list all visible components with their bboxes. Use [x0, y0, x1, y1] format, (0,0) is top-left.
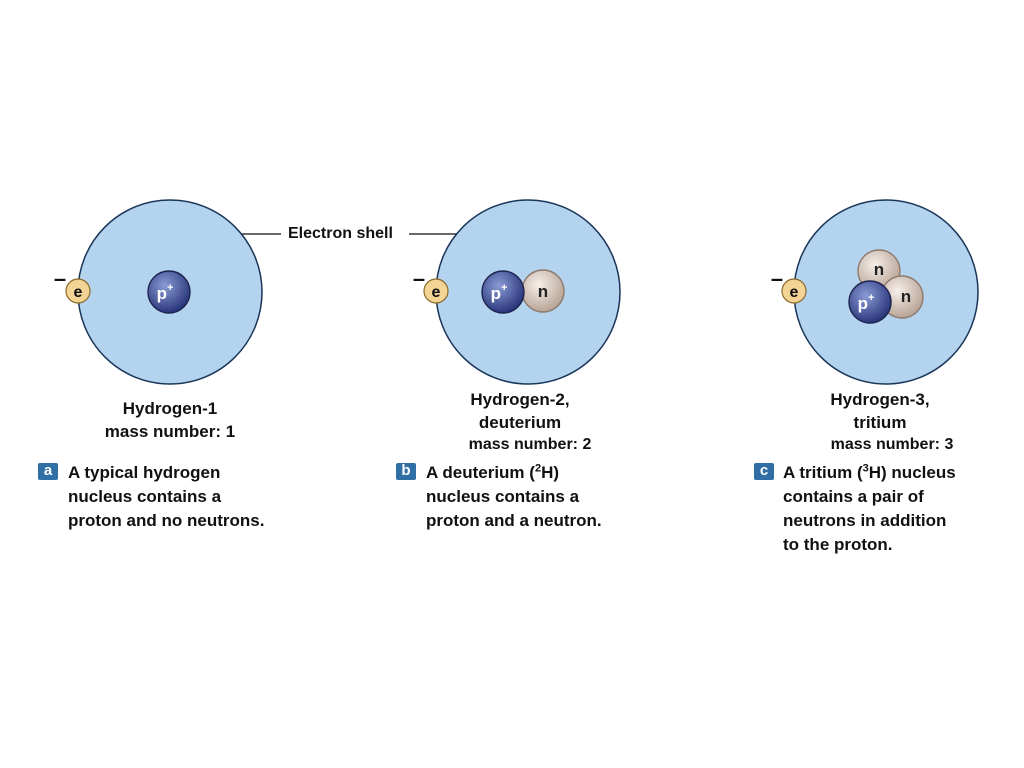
isotope-name-1: Hydrogen-1	[122, 399, 218, 418]
electron	[423, 278, 449, 304]
electron-charge: –	[413, 266, 425, 291]
isotope-name-3: Hydrogen-3,	[830, 390, 930, 409]
panel-a-description: A typical hydrogen nucleus contains a pr…	[68, 463, 265, 530]
electron-label: e	[790, 284, 799, 301]
proton-label: p+	[858, 292, 875, 313]
mass-number-3: mass number: 3	[830, 436, 954, 453]
panel-badge-c: c	[754, 463, 774, 480]
atom-hydrogen-3: n n p+ e –	[771, 199, 979, 385]
electron-charge: –	[54, 266, 66, 291]
electron	[781, 278, 807, 304]
isotope-name-2: Hydrogen-2,	[470, 390, 570, 409]
proton	[481, 270, 525, 314]
panel-c-description: A tritium (3H) nucleus contains a pair o…	[783, 462, 956, 554]
mass-number-2: mass number: 2	[468, 436, 592, 453]
panel-b-description: A deuterium (2H) nucleus contains a prot…	[426, 462, 602, 530]
proton	[848, 280, 892, 324]
neutron-label: n	[874, 260, 884, 279]
proton	[147, 270, 191, 314]
atom-hydrogen-1: p+ e –	[54, 199, 263, 385]
proton-label: p+	[157, 282, 174, 303]
neutron-label: n	[901, 287, 911, 306]
electron	[65, 278, 91, 304]
electron-label: e	[74, 284, 83, 301]
isotope-subname-2: deuterium	[478, 413, 562, 432]
atom-hydrogen-2: n p+ e –	[413, 199, 621, 385]
electron-label: e	[432, 284, 441, 301]
neutron-label: n	[538, 282, 548, 301]
electron-shell-label: Electron shell	[288, 225, 393, 242]
panel-badge-a: a	[38, 463, 58, 480]
proton-label: p+	[491, 282, 508, 303]
electron-charge: –	[771, 266, 783, 291]
isotope-subname-3: tritium	[853, 413, 907, 432]
mass-number-1: mass number: 1	[104, 422, 236, 441]
panel-badge-b: b	[396, 463, 416, 480]
